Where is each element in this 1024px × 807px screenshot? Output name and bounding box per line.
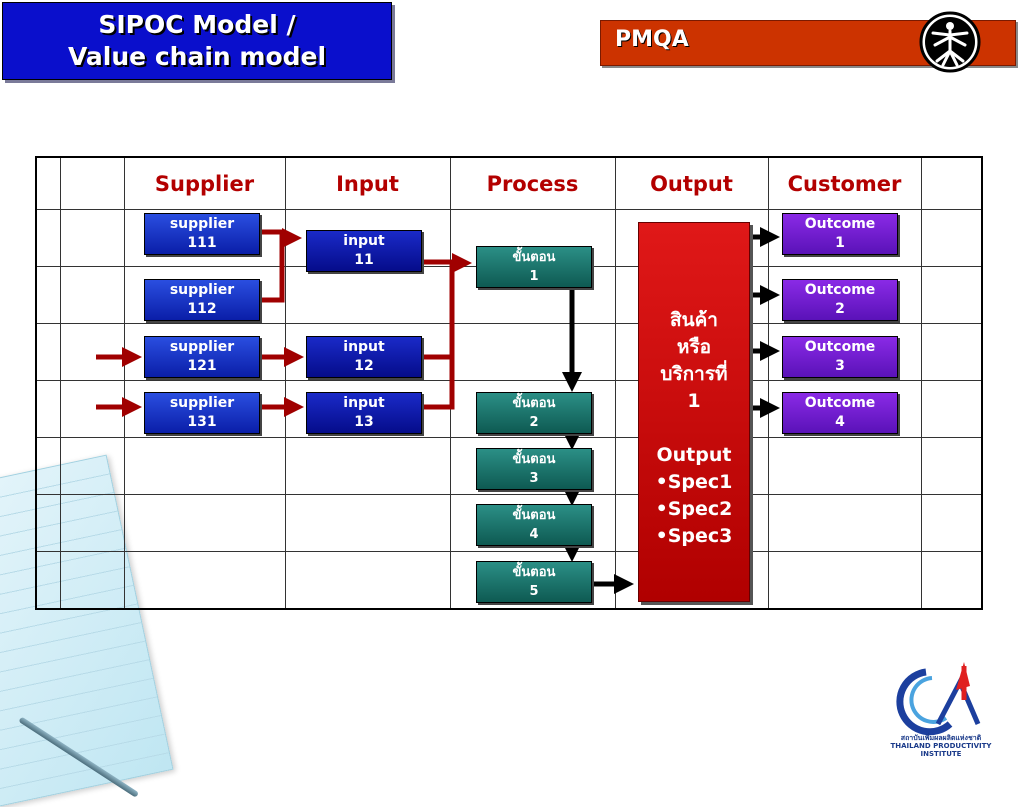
supplier-121-node: supplier 121 [144, 336, 260, 378]
process-1-node: ขั้นตอน 1 [476, 246, 592, 288]
output-spec: •Spec3 [655, 525, 733, 547]
output-spec: •Spec2 [655, 498, 733, 520]
node-label: Outcome [804, 339, 876, 355]
outcome-4-node: Outcome 4 [782, 392, 898, 434]
title-line-1: SIPOC Model / [98, 10, 296, 39]
node-id: 1 [529, 269, 539, 284]
input-13-node: input 13 [306, 392, 422, 434]
node-label: supplier [169, 395, 235, 411]
node-id: 131 [187, 414, 217, 430]
output-line: 1 [687, 390, 701, 412]
node-id: 111 [187, 235, 217, 251]
tpi-caption-en: THAILAND PRODUCTIVITY INSTITUTE [890, 742, 992, 758]
process-2-node: ขั้นตอน 2 [476, 392, 592, 434]
node-id: 121 [187, 358, 217, 374]
arrow-s111-i11 [260, 228, 302, 248]
pmqa-label: PMQA [615, 27, 689, 52]
node-label: input [343, 339, 385, 355]
tpi-caption: สถาบันเพิ่มผลผลิตแห่งชาติ THAILAND PRODU… [884, 734, 998, 758]
node-label: supplier [169, 282, 235, 298]
node-id: 12 [354, 358, 374, 374]
node-id: 4 [529, 527, 539, 542]
node-id: 13 [354, 414, 374, 430]
supplier-112-node: supplier 112 [144, 279, 260, 321]
vitruvian-man-icon [919, 11, 981, 73]
node-label: supplier [169, 216, 235, 232]
output-line: สินค้า [670, 309, 718, 331]
tpi-caption-th: สถาบันเพิ่มผลผลิตแห่งชาติ [900, 734, 982, 742]
node-id: 3 [835, 358, 845, 374]
node-id: 11 [354, 252, 374, 268]
node-label: supplier [169, 339, 235, 355]
output-line: บริการที่ [660, 363, 728, 385]
node-label: Outcome [804, 395, 876, 411]
node-id: 2 [835, 301, 845, 317]
input-12-node: input 12 [306, 336, 422, 378]
process-5-node: ขั้นตอน 5 [476, 561, 592, 603]
pmqa-banner: PMQA [600, 11, 1016, 73]
header-process: Process [449, 156, 616, 210]
node-label: input [343, 233, 385, 249]
output-heading: Output [656, 444, 732, 466]
node-id: 1 [835, 235, 845, 251]
node-label: ขั้นตอน [512, 250, 556, 265]
process-3-node: ขั้นตอน 3 [476, 448, 592, 490]
node-id: 4 [835, 414, 845, 430]
output-line: หรือ [676, 336, 712, 358]
node-label: ขั้นตอน [512, 565, 556, 580]
outcome-3-node: Outcome 3 [782, 336, 898, 378]
header-customer: Customer [767, 156, 922, 210]
arrow-s112-i11 [260, 238, 285, 303]
arrow-i13-p1 [420, 357, 455, 410]
supplier-131-node: supplier 131 [144, 392, 260, 434]
supplier-111-node: supplier 111 [144, 213, 260, 255]
input-11-node: input 11 [306, 230, 422, 272]
process-4-node: ขั้นตอน 4 [476, 504, 592, 546]
connector-layer [96, 227, 780, 594]
arrow-i12-p1 [420, 262, 455, 360]
node-label: ขั้นตอน [512, 396, 556, 411]
node-label: ขั้นตอน [512, 452, 556, 467]
node-id: 3 [529, 471, 539, 486]
node-id: 5 [529, 584, 539, 599]
node-id: 112 [187, 301, 217, 317]
node-id: 2 [529, 415, 539, 430]
output-spec: •Spec1 [655, 471, 733, 493]
node-label: Outcome [804, 216, 876, 232]
outcome-1-node: Outcome 1 [782, 213, 898, 255]
node-label: ขั้นตอน [512, 508, 556, 523]
slide-title: SIPOC Model / Value chain model [2, 2, 392, 80]
outcome-2-node: Outcome 2 [782, 279, 898, 321]
arrow-i11-p1 [420, 253, 472, 273]
title-line-2: Value chain model [67, 42, 327, 71]
node-label: input [343, 395, 385, 411]
output-spacer [639, 415, 749, 442]
node-label: Outcome [804, 282, 876, 298]
tpi-logo-icon [896, 662, 981, 736]
output-product-box: สินค้า หรือ บริการที่ 1 Output •Spec1 •S… [638, 222, 750, 602]
